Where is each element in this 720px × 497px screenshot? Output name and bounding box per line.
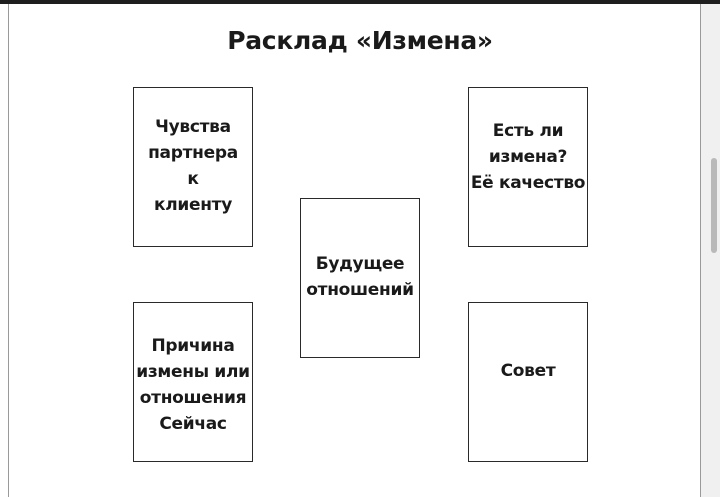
scrollbar-thumb[interactable] xyxy=(711,158,717,253)
card-label: Есть ли измена? Её качество xyxy=(470,121,586,193)
card-label: Будущее отношений xyxy=(306,253,414,300)
card-advice: Совет xyxy=(468,302,588,462)
card-label: Причина измены или отношения Сейчас xyxy=(136,336,250,434)
card-label: Чувства партнера к клиенту xyxy=(148,117,238,215)
diagram-title: Расклад «Измена» xyxy=(227,26,493,55)
card-cause: Причина измены или отношения Сейчас xyxy=(133,302,253,462)
card-partner-feelings: Чувства партнера к клиенту xyxy=(133,87,253,247)
right-margin xyxy=(701,4,720,497)
top-strip xyxy=(0,0,720,4)
card-infidelity-quality: Есть ли измена? Её качество xyxy=(468,87,588,247)
card-relationship-future: Будущее отношений xyxy=(300,198,420,358)
card-label: Совет xyxy=(500,361,556,381)
